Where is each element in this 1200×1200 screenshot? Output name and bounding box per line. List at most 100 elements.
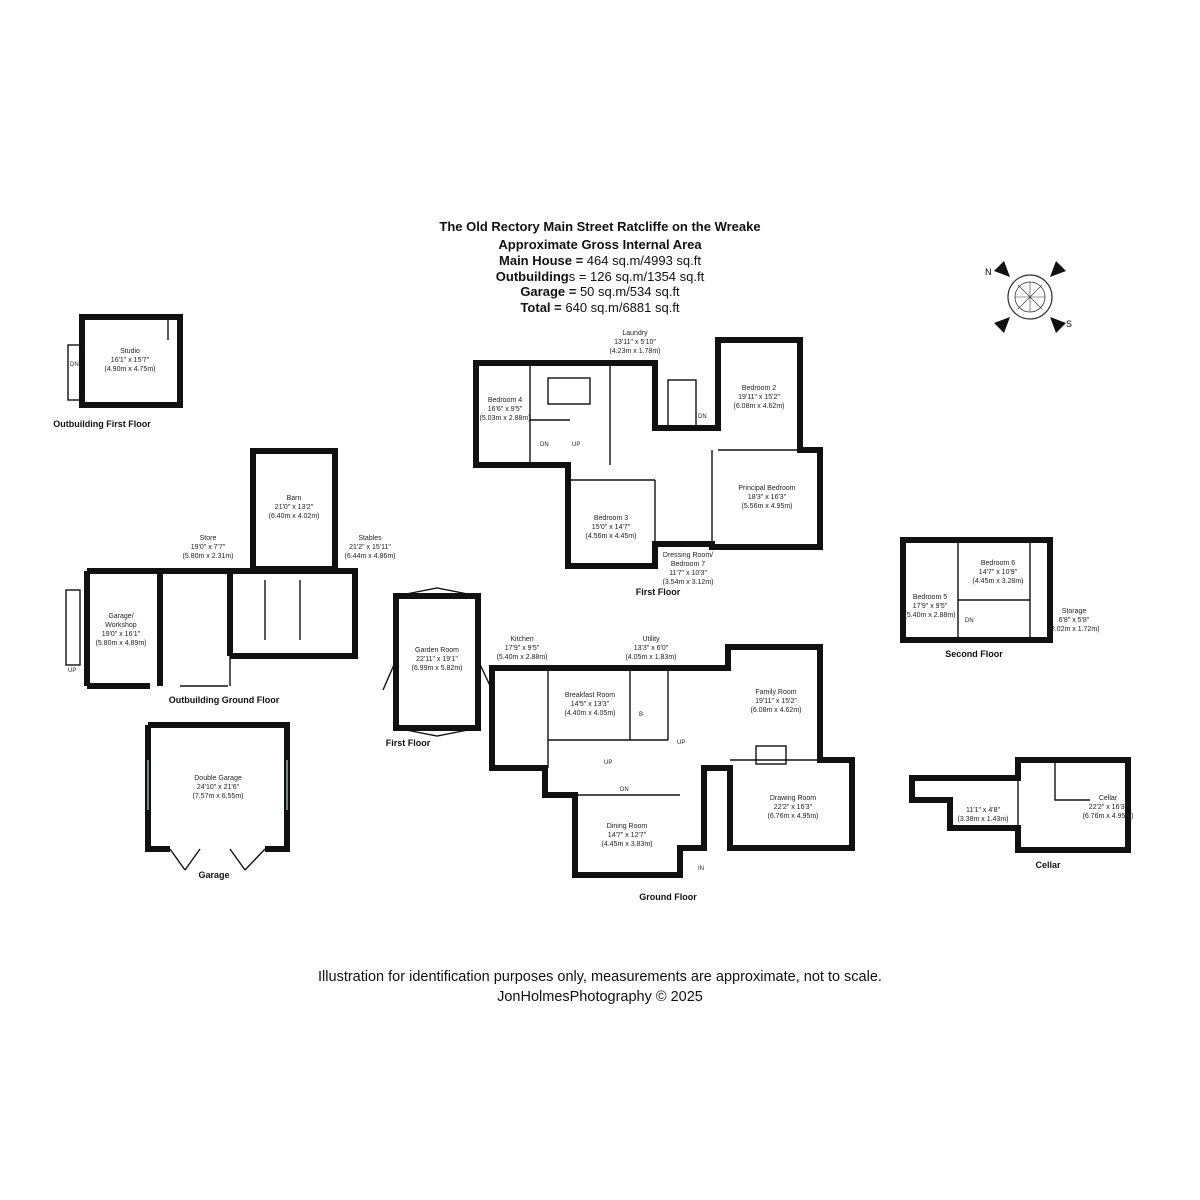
- room-bedroom2-metric: (6.08m x 4.62m): [734, 403, 785, 410]
- room-dressing-name: Dressing Room/: [663, 552, 713, 559]
- room-barn-imperial: 21'0" x 13'2": [275, 504, 314, 511]
- outbuilding-first-floor-plan: Studio 16'1" x 15'7" (4.90m x 4.75m) DN …: [53, 314, 183, 429]
- section-second-floor: Second Floor: [945, 649, 1003, 659]
- room-garden-room-imperial: 22'11" x 19'1": [416, 656, 458, 663]
- garden-room-plan: Garden Room 22'11" x 19'1" (6.99m x 5.82…: [382, 587, 493, 748]
- room-kitchen-imperial: 17'9" x 9'5": [505, 645, 540, 652]
- room-dressing-name2: Bedroom 7: [671, 561, 705, 568]
- room-bedroom6-imperial: 14'7" x 10'9": [979, 569, 1018, 576]
- second-floor-stair-dn: DN: [965, 618, 974, 624]
- room-laundry-imperial: 13'11" x 5'10": [614, 339, 656, 346]
- room-storage-name: Storage: [1062, 608, 1087, 615]
- room-stables-imperial: 21'2" x 15'11": [349, 544, 391, 551]
- first-floor-stair-up: UP: [572, 442, 580, 448]
- workshop-stair-up: UP: [68, 668, 76, 674]
- utility-b-marker: B: [639, 712, 643, 718]
- area-garage: Garage = 50 sq.m/534 sq.ft: [520, 284, 680, 299]
- room-cellar-imperial: 22'2" x 16'3": [1089, 804, 1128, 811]
- disclaimer: Illustration for identification purposes…: [318, 969, 882, 985]
- room-stables-metric: (6.44m x 4.86m): [345, 553, 396, 560]
- room-bedroom3-name: Bedroom 3: [594, 515, 628, 522]
- outbuilding-ground-floor-plan: Barn 21'0" x 13'2" (6.40m x 4.02m) Store…: [65, 448, 396, 705]
- room-storage-metric: (2.02m x 1.72m): [1049, 626, 1100, 633]
- room-bedroom6-name: Bedroom 6: [981, 560, 1015, 567]
- room-principal-imperial: 18'3" x 16'3": [748, 494, 787, 501]
- room-bedroom5-imperial: 17'9" x 9'5": [913, 603, 948, 610]
- room-dressing-imperial: 11'7" x 10'3": [669, 570, 707, 577]
- room-store-metric: (5.80m x 2.31m): [183, 553, 234, 560]
- room-utility-name: Utility: [642, 636, 660, 643]
- room-dining-metric: (4.45m x 3.83m): [602, 841, 653, 848]
- room-double-garage-name: Double Garage: [194, 775, 242, 782]
- room-bedroom4-metric: (5.03m x 2.88m): [480, 415, 531, 422]
- room-bedroom2-name: Bedroom 2: [742, 385, 776, 392]
- area-heading: Approximate Gross Internal Area: [498, 237, 702, 252]
- plan-title: The Old Rectory Main Street Ratcliffe on…: [439, 219, 761, 234]
- room-cellar-small-metric: (3.38m x 1.43m): [958, 816, 1009, 823]
- room-storage-imperial: 6'8" x 5'8": [1059, 617, 1090, 624]
- compass-rose: N S: [985, 261, 1072, 333]
- room-double-garage-imperial: 24'10" x 21'6": [197, 784, 240, 791]
- room-stables-name: Stables: [358, 535, 382, 542]
- room-garage-workshop-name: Garage/: [108, 613, 133, 620]
- room-garage-workshop-metric: (5.80m x 4.89m): [96, 640, 147, 647]
- ground-floor-stair-up: UP: [677, 740, 685, 746]
- room-bedroom3-imperial: 15'0" x 14'7": [592, 524, 631, 531]
- room-kitchen-name: Kitchen: [510, 636, 533, 643]
- garage-plan: Double Garage 24'10" x 21'6" (7.57m x 6.…: [145, 722, 290, 880]
- studio-stair-dn: DN: [70, 362, 79, 368]
- room-family-metric: (6.08m x 4.62m): [751, 707, 802, 714]
- room-family-name: Family Room: [755, 689, 796, 696]
- ground-floor-stair-up-2: UP: [604, 760, 612, 766]
- room-utility-metric: (4.05m x 1.83m): [626, 654, 677, 661]
- room-drawing-name: Drawing Room: [770, 795, 816, 802]
- room-bedroom5-metric: (5.40m x 2.88m): [905, 612, 956, 619]
- room-breakfast-imperial: 14'5" x 13'3": [571, 701, 610, 708]
- room-utility-imperial: 13'3" x 6'0": [634, 645, 669, 652]
- ground-floor-plan: Kitchen 17'9" x 9'5" (5.40m x 2.88m) Uti…: [489, 636, 855, 902]
- room-garden-room-name: Garden Room: [415, 647, 459, 654]
- room-kitchen-metric: (5.40m x 2.88m): [497, 654, 548, 661]
- second-floor-plan: Bedroom 5 17'9" x 9'5" (5.40m x 2.88m) B…: [900, 537, 1100, 659]
- section-outbuilding-first-floor: Outbuilding First Floor: [53, 419, 151, 429]
- section-outbuilding-ground-floor: Outbuilding Ground Floor: [169, 695, 280, 705]
- section-cellar: Cellar: [1035, 860, 1061, 870]
- first-floor-stair-dn: DN: [540, 442, 549, 448]
- room-barn-metric: (6.40m x 4.02m): [269, 513, 320, 520]
- room-store-name: Store: [200, 535, 217, 542]
- room-cellar-small-imperial: 11'1" x 4'8": [966, 807, 1000, 814]
- compass-north: N: [985, 267, 992, 277]
- first-floor-landing-dn: DN: [698, 414, 707, 420]
- room-drawing-imperial: 22'2" x 16'3": [774, 804, 813, 811]
- room-cellar-name: Cellar: [1099, 795, 1118, 802]
- room-garage-workshop-imperial: 19'0" x 16'1": [102, 631, 141, 638]
- room-bedroom4-imperial: 16'6" x 9'5": [488, 406, 523, 413]
- first-floor-plan: Laundry 13'11" x 5'10" (4.23m x 1.78m) B…: [473, 330, 823, 597]
- room-bedroom3-metric: (4.56m x 4.45m): [586, 533, 637, 540]
- room-garage-workshop-name2: Workshop: [105, 622, 136, 629]
- room-garden-room-metric: (6.99m x 5.82m): [412, 665, 463, 672]
- room-breakfast-metric: (4.40m x 4.05m): [565, 710, 616, 717]
- room-studio-name: Studio: [120, 348, 140, 355]
- ground-floor-stair-dn: DN: [620, 787, 629, 793]
- room-dressing-metric: (3.54m x 3.12m): [663, 579, 714, 586]
- section-garage: Garage: [198, 870, 229, 880]
- section-first-floor-garden: First Floor: [386, 738, 431, 748]
- room-laundry-metric: (4.23m x 1.78m): [610, 348, 661, 355]
- section-ground-floor: Ground Floor: [639, 892, 697, 902]
- room-bedroom5-name: Bedroom 5: [913, 594, 947, 601]
- room-cellar-metric: (6.76m x 4.95m): [1083, 813, 1134, 820]
- room-principal-metric: (5.56m x 4.95m): [742, 503, 793, 510]
- room-barn-name: Barn: [287, 495, 302, 502]
- room-dining-name: Dining Room: [607, 823, 648, 830]
- compass-south: S: [1066, 319, 1072, 329]
- room-family-imperial: 19'11" x 15'2": [755, 698, 797, 705]
- copyright: JonHolmesPhotography © 2025: [497, 989, 703, 1005]
- room-dining-imperial: 14'7" x 12'7": [608, 832, 647, 839]
- room-laundry-name: Laundry: [622, 330, 648, 337]
- area-total: Total = 640 sq.m/6881 sq.ft: [520, 300, 680, 315]
- section-first-floor: First Floor: [636, 587, 681, 597]
- area-main-house: Main House = 464 sq.m/4993 sq.ft: [499, 253, 701, 268]
- room-studio-imperial: 16'1" x 15'7": [111, 357, 150, 364]
